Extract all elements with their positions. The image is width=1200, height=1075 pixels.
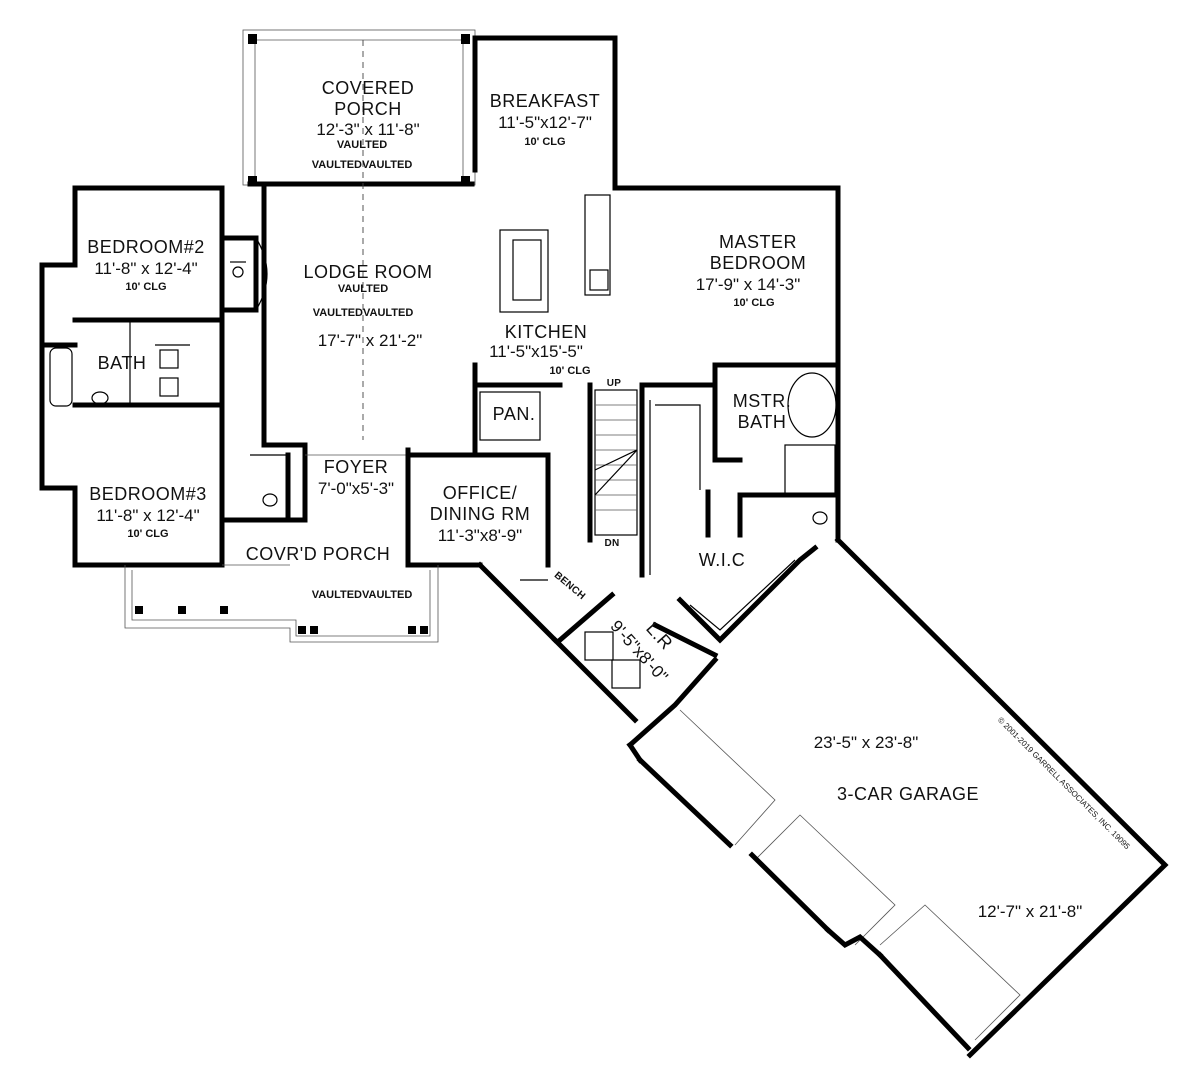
covered-porch-name-2: PORCH (334, 99, 402, 119)
breakfast-dims: 11'-5"x12'-7" (498, 113, 592, 132)
office-name-1: OFFICE/ (443, 483, 518, 503)
covrd-porch-name: COVR'D PORCH (246, 544, 390, 564)
lodge-room-note: VAULTED (338, 283, 388, 295)
garage-bays (636, 709, 1021, 1052)
master-bedroom-name-2: BEDROOM (710, 253, 807, 273)
bedroom3-dims: 11'-8" x 12'-4" (96, 506, 199, 525)
covered-porch-dims: 12'-3" x 11'-8" (316, 120, 419, 139)
breakfast-name: BREAKFAST (490, 91, 601, 111)
pantry-name: PAN. (493, 404, 536, 424)
covered-porch-note-row: VAULTEDVAULTED (312, 159, 413, 171)
bath-name: BATH (98, 353, 147, 373)
bedroom3-clg: 10' CLG (127, 528, 168, 540)
lodge-room-dims: 17'-7" x 21'-2" (318, 331, 423, 350)
master-bedroom-dims: 17'-9" x 14'-3" (696, 275, 801, 294)
covered-porch-note: VAULTED (337, 139, 387, 151)
kitchen-dims: 11'-5"x15'-5" (489, 342, 583, 361)
wic-name: W.I.C (699, 550, 746, 570)
lodge-room-name: LODGE ROOM (303, 262, 432, 282)
bedroom2-dims: 11'-8" x 12'-4" (94, 259, 197, 278)
stairs-up: UP (607, 378, 622, 389)
office-name-2: DINING RM (430, 504, 531, 524)
foyer-dims: 7'-0"x5'-3" (318, 479, 394, 498)
bedroom2-clg: 10' CLG (125, 281, 166, 293)
garage-dims: 23'-5" x 23'-8" (814, 733, 919, 752)
mstr-bath-name-2: BATH (738, 412, 787, 432)
lodge-room-note-row: VAULTEDVAULTED (313, 307, 414, 319)
mstr-bath-name-1: MSTR. (733, 391, 792, 411)
bedroom2-name: BEDROOM#2 (87, 237, 205, 257)
bench-name: BENCH (552, 570, 587, 602)
covered-porch-structure (242, 29, 476, 440)
office-dims: 11'-3"x8'-9" (438, 526, 522, 545)
stairs-dn: DN (604, 538, 619, 549)
exterior-walls (39, 35, 1169, 1059)
kitchen-clg: 10' CLG (549, 365, 590, 377)
breakfast-clg: 10' CLG (524, 136, 565, 148)
copyright-text: © 2001-2019 GARRELL ASSOCIATES, INC. 190… (996, 715, 1132, 851)
interior-walls (39, 185, 841, 689)
covered-porch-name-1: COVERED (322, 78, 415, 98)
covrd-porch-note-row: VAULTEDVAULTED (312, 589, 413, 601)
garage-dims-2: 12'-7" x 21'-8" (978, 902, 1083, 921)
foyer-name: FOYER (324, 457, 389, 477)
front-porch-structure (124, 565, 439, 643)
master-bedroom-clg: 10' CLG (733, 297, 774, 309)
master-bedroom-name-1: MASTER (719, 232, 797, 252)
kitchen-name: KITCHEN (505, 322, 588, 342)
garage-name: 3-CAR GARAGE (837, 784, 979, 804)
room-labels: COVERED PORCH 12'-3" x 11'-8" VAULTED VA… (87, 78, 1132, 921)
bedroom3-name: BEDROOM#3 (89, 484, 207, 504)
